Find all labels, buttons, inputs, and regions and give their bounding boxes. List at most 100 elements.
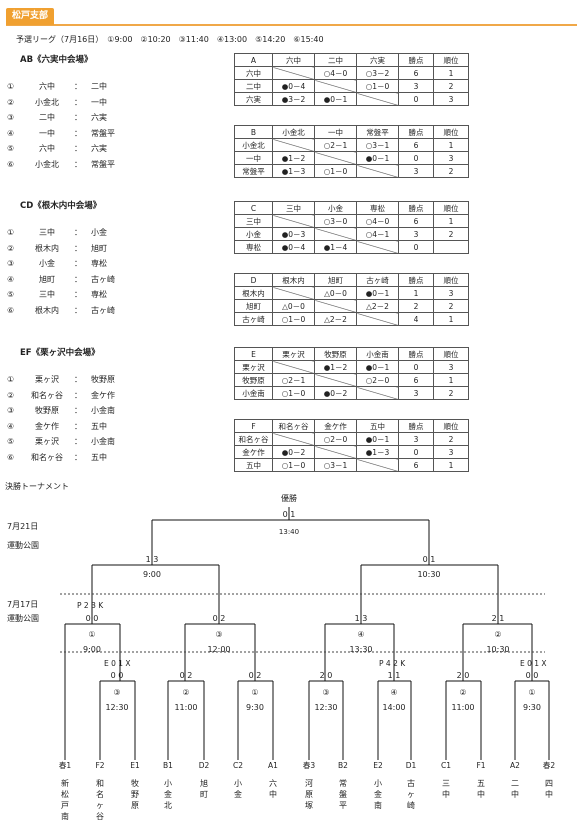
match-away: 金ケ作 — [91, 390, 115, 400]
group-title: EF《栗ヶ沢中会場》 — [20, 348, 100, 358]
match-colon: ： — [74, 452, 82, 462]
seed-label: A2 — [510, 761, 520, 770]
table-cell: 常盤平 — [234, 164, 273, 178]
r1-score: 0 0 — [525, 671, 539, 680]
table-cell: 小金南 — [234, 386, 273, 400]
team-name: 二中 — [511, 779, 519, 799]
table-cell: 専松 — [234, 240, 273, 254]
seed-label: D1 — [405, 761, 417, 770]
pk-label: E 0 1 X — [104, 659, 131, 668]
seed-label: B2 — [338, 761, 348, 770]
qf-number: ④ — [357, 630, 365, 639]
match-away: 二中 — [91, 82, 107, 91]
match-number: ⑤ — [7, 144, 15, 153]
seed-label: E1 — [130, 761, 140, 770]
match-home: 金ケ作 — [35, 421, 59, 431]
seed-label: 春3 — [302, 761, 316, 770]
champion-label: 優勝 — [281, 494, 297, 503]
match-colon: ： — [74, 259, 82, 268]
seed-label: F1 — [476, 761, 486, 770]
team-name: 牧野原 — [131, 779, 139, 810]
table-cell: ○3－1 — [314, 458, 357, 472]
match-number: ① — [7, 375, 15, 384]
qf-number: ① — [88, 630, 96, 639]
match-number: ⑤ — [7, 290, 15, 299]
table-cell — [314, 445, 357, 459]
match-away: 五中 — [91, 452, 107, 462]
match-home: 栗ヶ沢 — [35, 437, 59, 446]
r1-score: 0 2 — [248, 671, 262, 680]
r1-time: 9:30 — [246, 703, 264, 712]
qf-score: 0 0 — [85, 614, 99, 623]
table-cell: 0 — [398, 92, 434, 106]
team-name: 小金南 — [374, 779, 382, 810]
r1-score: 0 2 — [179, 671, 193, 680]
match-colon: ： — [74, 128, 82, 138]
match-number: ④ — [7, 421, 15, 431]
match-away: 専松 — [91, 259, 107, 268]
match-colon: ： — [74, 243, 82, 253]
match-away: 六実 — [91, 144, 107, 153]
match-home: 小金 — [39, 259, 55, 268]
match-colon: ： — [74, 305, 82, 315]
semi-score: 1 3 — [145, 555, 159, 564]
seed-label: C2 — [232, 761, 243, 770]
match-colon: ： — [74, 290, 82, 299]
r1-time: 9:30 — [523, 703, 541, 712]
r1-number: ③ — [322, 688, 330, 697]
match-home: 小金北 — [35, 97, 59, 107]
qf-time: 10:30 — [486, 645, 510, 654]
seed-label: E2 — [373, 761, 383, 770]
final-time: 13:40 — [278, 528, 300, 536]
r1-number: ② — [182, 688, 190, 697]
group-title: AB《六実中会場》 — [20, 55, 93, 65]
table-cell: 3 — [398, 164, 434, 178]
match-home: 六中 — [39, 144, 55, 153]
qf-score: 1 3 — [354, 614, 368, 623]
date-final: 7月21日 — [7, 522, 39, 531]
match-colon: ： — [74, 390, 82, 400]
table-cell — [356, 386, 399, 400]
qf-number: ③ — [215, 630, 223, 639]
team-name: 新松戸南 — [61, 779, 69, 821]
semi-time: 10:30 — [417, 570, 441, 579]
match-home: 旭町 — [39, 274, 55, 284]
match-number: ① — [7, 82, 15, 91]
date-early: 7月17日 — [7, 600, 39, 609]
match-away: 専松 — [91, 290, 107, 299]
match-colon: ： — [74, 406, 82, 415]
semi-score: 0 1 — [422, 555, 436, 564]
team-name: 三中 — [442, 779, 450, 799]
qf-time: 9:00 — [83, 645, 101, 654]
team-name: 常盤平 — [339, 779, 347, 810]
r1-score: 1 1 — [387, 671, 401, 680]
pk-label: E 0 1 X — [520, 659, 547, 668]
match-number: ② — [7, 243, 15, 253]
match-away: 六実 — [91, 113, 107, 122]
schedule-line: 予選リーグ（7月16日） ①9:00 ②10:20 ③11:40 ④13:00 … — [16, 35, 324, 44]
table-cell: 2 — [433, 164, 469, 178]
match-number: ⑤ — [7, 437, 15, 446]
table-cell: 6 — [398, 458, 434, 472]
match-colon: ： — [74, 82, 82, 91]
r1-score: 2 0 — [319, 671, 333, 680]
team-name: 河原塚 — [305, 779, 313, 810]
r1-number: ③ — [113, 688, 121, 697]
table-cell: ○1－0 — [314, 164, 357, 178]
r1-score: 2 0 — [456, 671, 470, 680]
seed-label: 春1 — [58, 761, 72, 770]
match-number: ⑥ — [7, 159, 15, 169]
table-cell: 2 — [433, 386, 469, 400]
match-away: 五中 — [91, 421, 107, 431]
qf-time: 13:30 — [349, 645, 373, 654]
r1-time: 14:00 — [382, 703, 406, 712]
team-name: 四中 — [545, 779, 553, 799]
match-number: ② — [7, 97, 15, 107]
table-cell: 1 — [433, 312, 469, 326]
match-colon: ： — [74, 144, 82, 153]
match-home: 三中 — [39, 290, 55, 299]
match-home: 栗ヶ沢 — [35, 375, 59, 384]
